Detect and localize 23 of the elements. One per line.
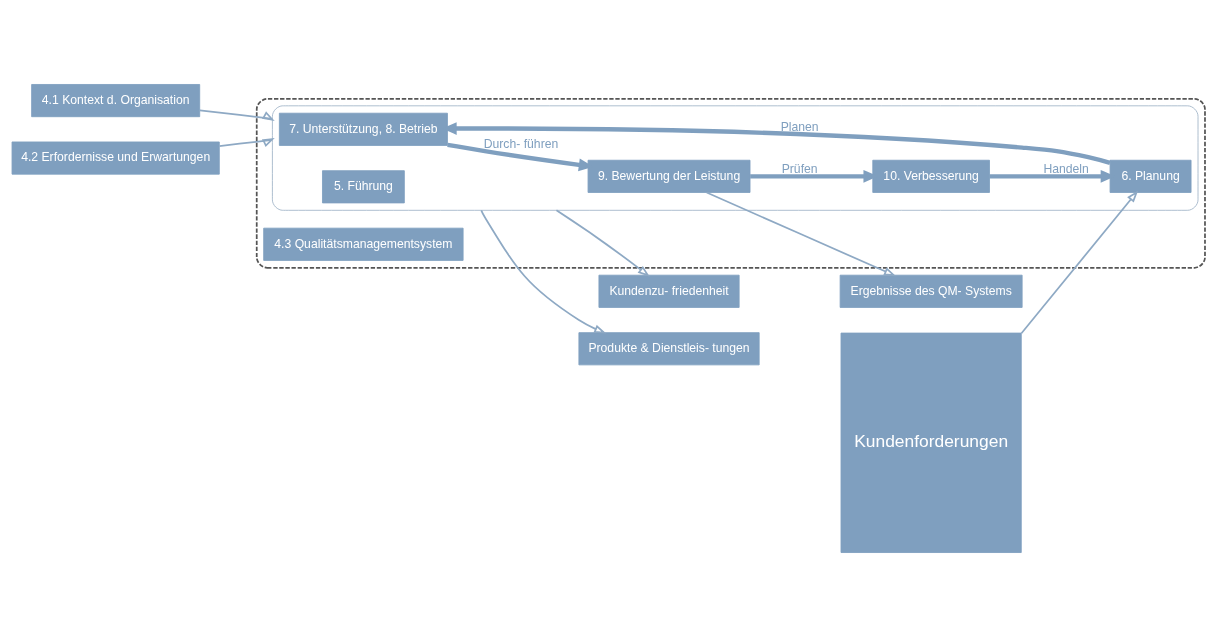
arrow xyxy=(198,109,275,121)
edge-label: Planen xyxy=(780,120,819,135)
arrow xyxy=(1020,190,1139,335)
arrow xyxy=(555,209,650,277)
node-box: 5. Führung xyxy=(322,170,405,204)
edge-label: Prüfen xyxy=(781,162,818,177)
arrow xyxy=(705,191,897,277)
node-box: 6. Planung xyxy=(1109,159,1192,193)
node-box: Ergebnisse des QM- Systems xyxy=(839,274,1023,308)
node-box: 4.3 Qualitätsmanagementsystem xyxy=(263,227,464,261)
node-box: Kundenforderungen xyxy=(840,332,1022,553)
node-box: 7. Unterstützung, 8. Betrieb xyxy=(278,112,448,146)
node-box: Kundenzu- friedenheit xyxy=(598,274,740,308)
node-box: 4.1 Kontext d. Organisation xyxy=(31,84,201,118)
edge-label: Durch- führen xyxy=(483,136,559,151)
node-box: 9. Bewertung der Leistung xyxy=(587,159,751,193)
node-box: Produkte & Dienstleis- tungen xyxy=(578,332,760,366)
arrow xyxy=(218,137,275,148)
arrow xyxy=(480,209,607,334)
node-box: 4.2 Erfordernisse und Erwartungen xyxy=(11,141,220,175)
cluster xyxy=(271,105,1199,211)
node-box: 10. Verbesserung xyxy=(872,159,990,193)
edge-label: Handeln xyxy=(1043,162,1089,177)
